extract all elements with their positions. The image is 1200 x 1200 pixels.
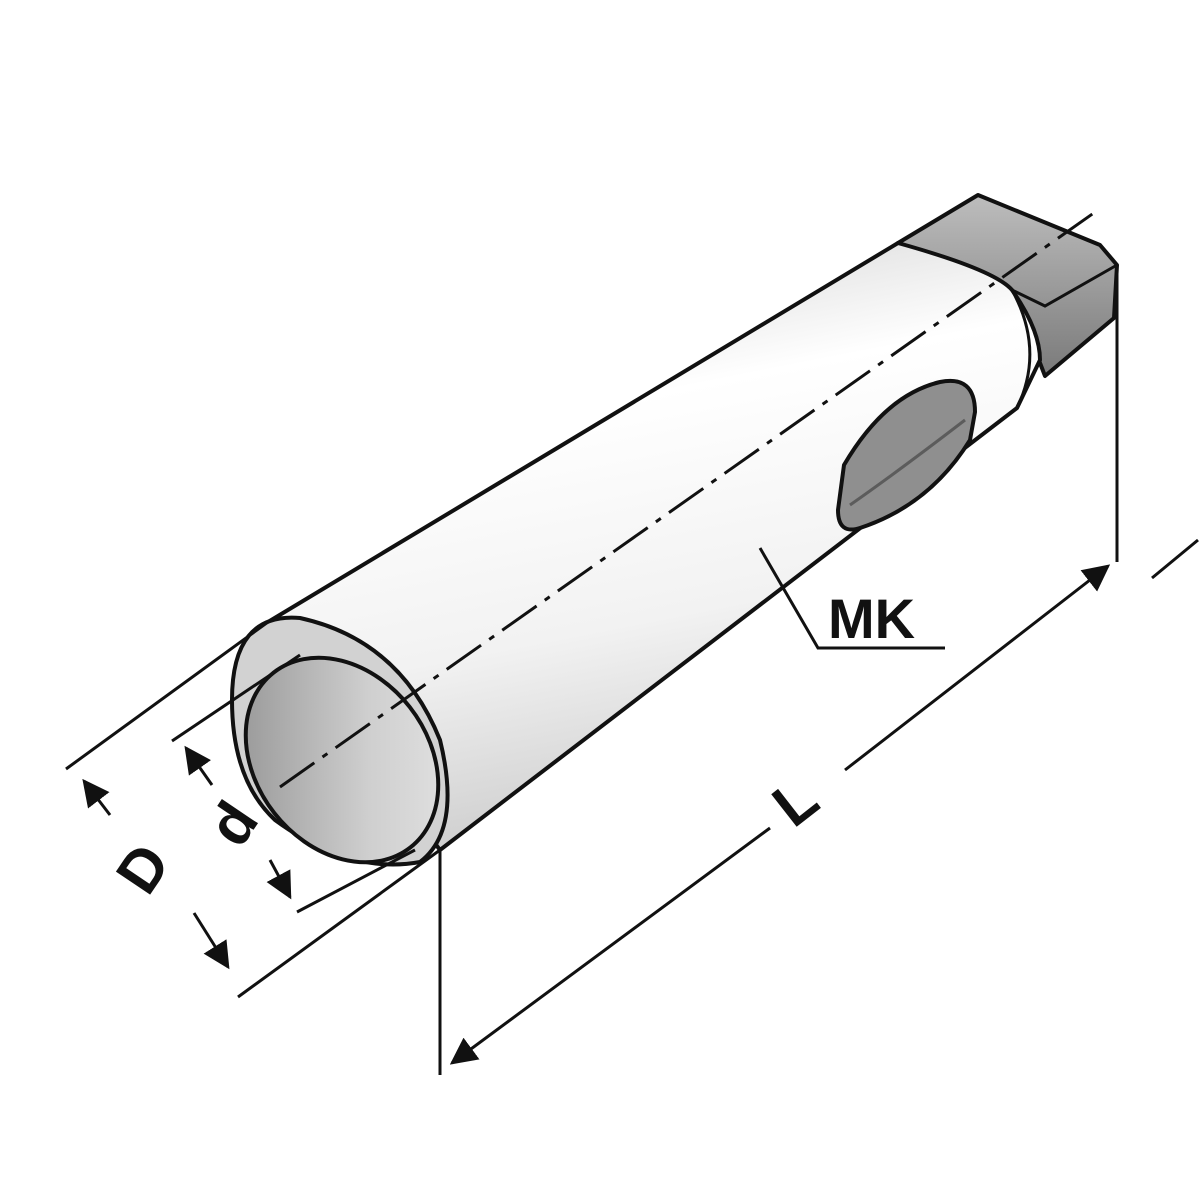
outer-diameter-label: D xyxy=(103,832,183,905)
front-end xyxy=(229,615,450,867)
taper-label: MK xyxy=(828,587,915,650)
extension-lines xyxy=(65,265,1119,1075)
length-label: L xyxy=(760,764,830,839)
taper-callout: MK xyxy=(758,547,945,650)
center-axis xyxy=(279,208,1099,789)
drive-slot xyxy=(836,378,977,532)
sleeve-body xyxy=(266,241,1042,852)
